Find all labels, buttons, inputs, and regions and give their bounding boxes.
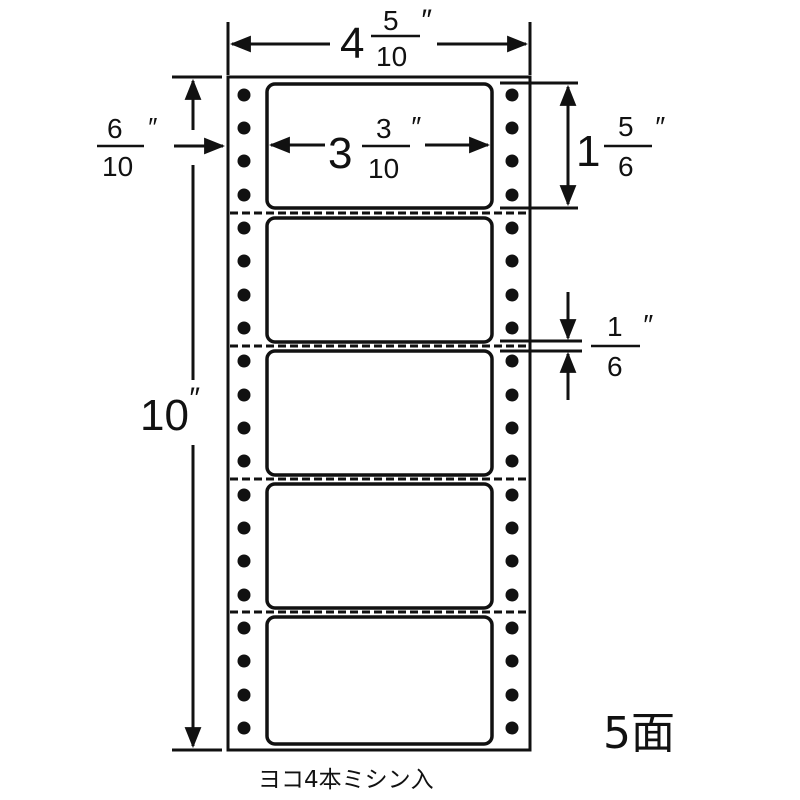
label-gap-denominator: 6	[607, 351, 623, 382]
hole-pitch-denominator: 10	[102, 151, 133, 182]
dimension-sheet-width	[226, 22, 532, 75]
labels-per-sheet: 5面	[603, 708, 675, 759]
dimension-label-gap	[500, 292, 640, 400]
label-pitch-whole: 1	[576, 127, 600, 176]
sheet-width-numerator: 5	[383, 5, 399, 36]
label-width-whole: 3	[328, 129, 352, 178]
sheet-width-whole: 4	[340, 19, 364, 68]
feed-holes-right	[505, 88, 519, 735]
perforation-lines	[230, 211, 528, 614]
sheet-width-denominator: 10	[376, 41, 407, 72]
dimension-label-width	[268, 136, 491, 154]
perforation-note: ヨコ4本ミシン入	[258, 767, 434, 793]
label-width-numerator: 3	[376, 113, 392, 144]
label-pitch-numerator: 5	[618, 111, 634, 142]
dimension-label-pitch	[500, 81, 652, 210]
sheet-width-unit: ″	[420, 4, 432, 37]
label-4	[265, 482, 494, 610]
label-2	[265, 216, 494, 344]
label-pitch-unit: ″	[654, 111, 665, 142]
label-pitch-denominator: 6	[618, 151, 634, 182]
label-gap-numerator: 1	[607, 311, 623, 342]
label-3	[265, 349, 494, 477]
feed-holes-left	[237, 88, 251, 735]
sheet-length-value: 10	[140, 391, 189, 440]
label-gap-unit: ″	[642, 309, 653, 340]
hole-pitch-numerator: 6	[107, 113, 123, 144]
hole-pitch-unit: ″	[147, 112, 157, 142]
label-5	[265, 615, 494, 746]
dimension-sheet-length	[172, 75, 222, 752]
label-width-unit: ″	[410, 111, 421, 142]
sheet-length-unit: ″	[188, 382, 200, 415]
label-width-denominator: 10	[368, 153, 399, 184]
